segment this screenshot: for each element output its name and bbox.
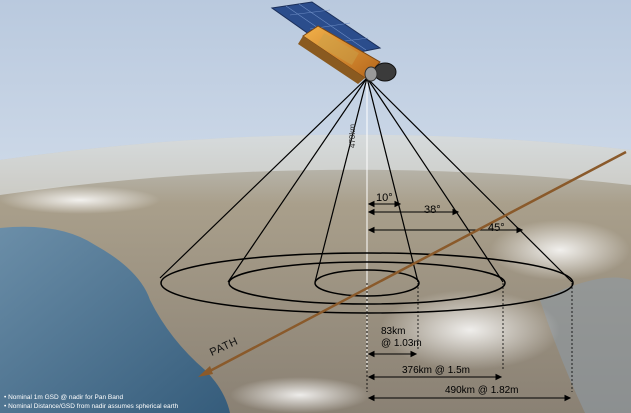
satellite-illustration bbox=[270, 1, 397, 84]
viewing-cone bbox=[159, 77, 573, 283]
cloud bbox=[0, 186, 160, 214]
cloud bbox=[490, 220, 630, 280]
cloud bbox=[380, 290, 560, 370]
swath-label-83km-line1: 83km bbox=[381, 326, 406, 337]
swath-arrows bbox=[367, 350, 572, 402]
footnote-2: Nominal Distance/GSD from nadir assumes … bbox=[4, 402, 178, 411]
ocean-area bbox=[0, 226, 230, 413]
horizon-haze bbox=[0, 134, 631, 195]
swath-drop-lines bbox=[366, 283, 573, 392]
cloud-bank bbox=[540, 277, 631, 413]
satellite-bus-side bbox=[298, 36, 365, 84]
swath-label-83km-line2: @ 1.03m bbox=[381, 338, 422, 349]
swath-label-83km: 83km @ 1.03m bbox=[381, 327, 422, 349]
angle-label-10: 10° bbox=[376, 192, 393, 204]
footnote-1: Nominal 1m GSD @ nadir for Pan Band bbox=[4, 393, 178, 402]
instrument-barrel bbox=[364, 66, 378, 82]
cloud bbox=[230, 377, 370, 413]
footnotes: Nominal 1m GSD @ nadir for Pan Band Nomi… bbox=[4, 393, 178, 411]
angle-label-38: 38° bbox=[424, 204, 441, 216]
angle-label-45: 45° bbox=[488, 222, 505, 234]
telescope-aperture bbox=[373, 62, 397, 82]
swath-label-490km: 490km @ 1.82m bbox=[445, 385, 519, 396]
angle-arrows bbox=[367, 200, 524, 234]
ground-path bbox=[198, 150, 627, 377]
swath-label-376km: 376km @ 1.5m bbox=[402, 365, 470, 376]
altitude-label: 470km bbox=[348, 123, 357, 148]
